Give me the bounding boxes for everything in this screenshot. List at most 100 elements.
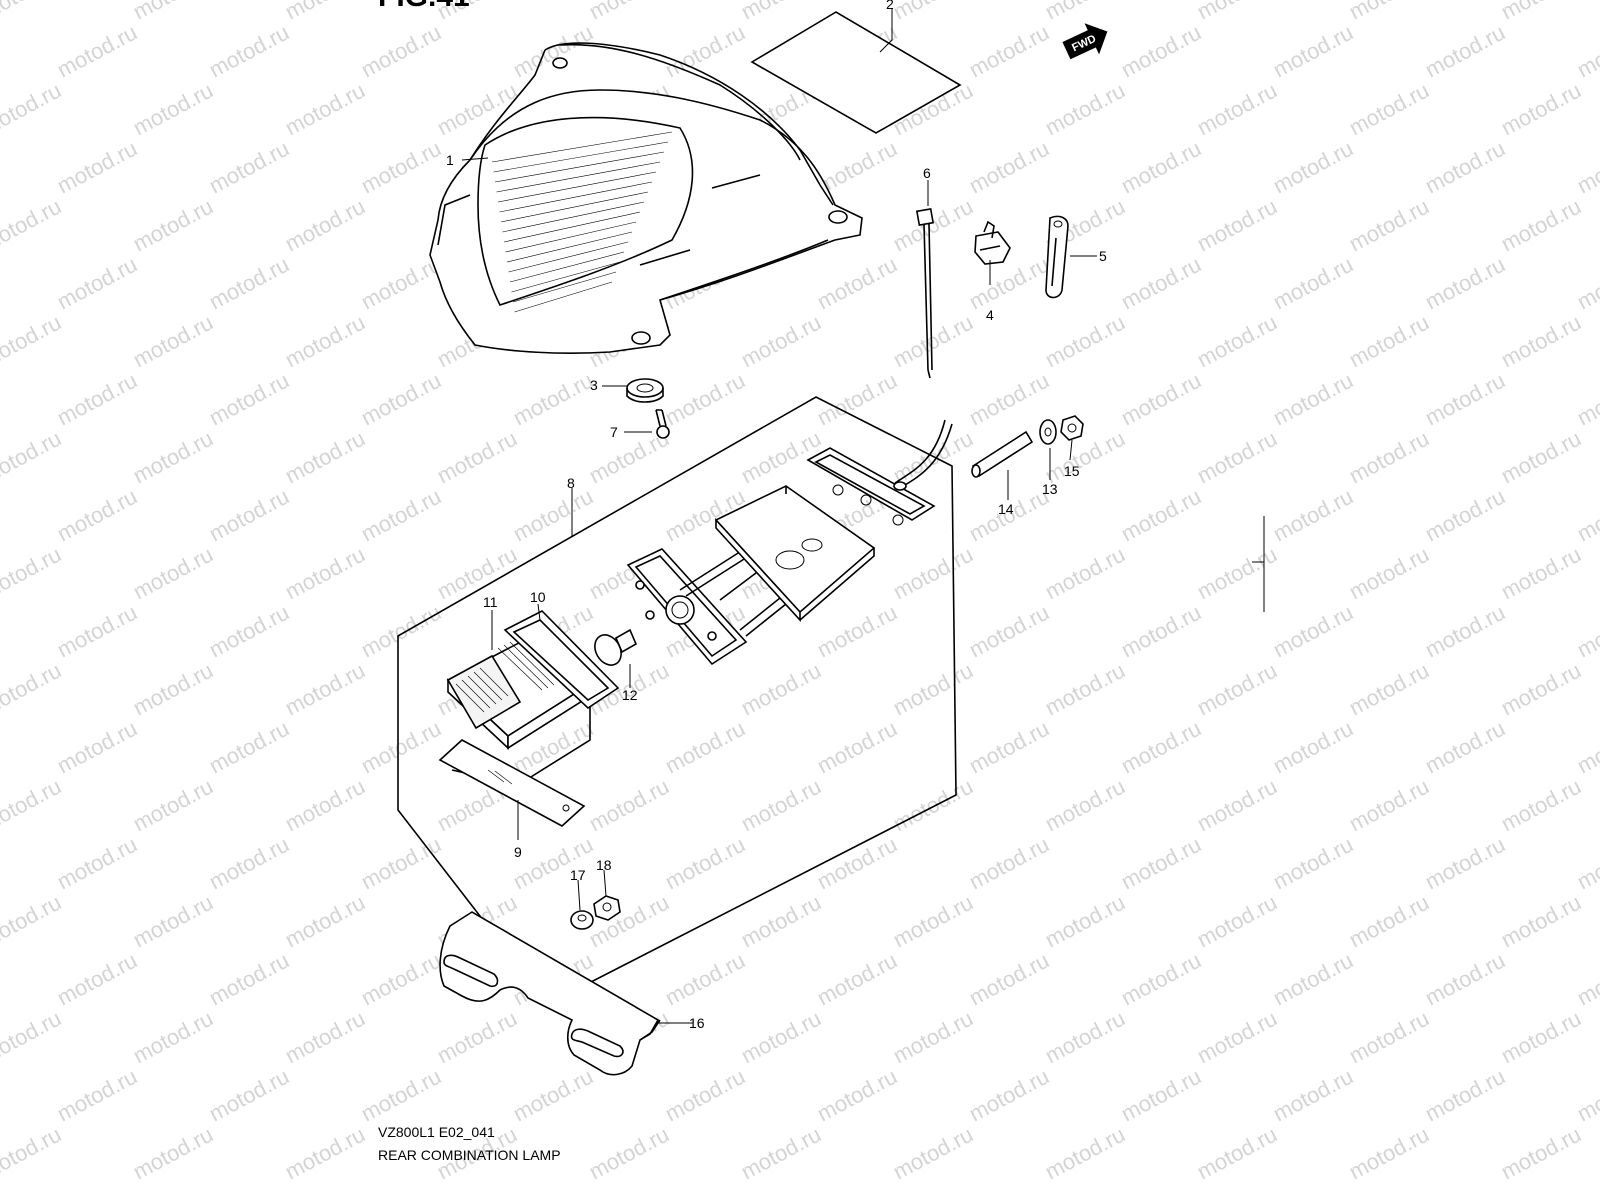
watermark-text: motod.ru bbox=[813, 832, 901, 895]
watermark-text: motod.ru bbox=[509, 20, 597, 83]
watermark-text: motod.ru bbox=[281, 542, 369, 605]
lamp-assembly-box bbox=[397, 396, 957, 1006]
callout-7: 7 bbox=[610, 424, 618, 440]
watermark-text: motod.ru bbox=[889, 774, 977, 837]
watermark-text: motod.ru bbox=[205, 948, 293, 1011]
watermark-text: motod.ru bbox=[1193, 310, 1281, 373]
watermark-text: motod.ru bbox=[0, 426, 65, 489]
watermark-text: motod.ru bbox=[661, 948, 749, 1011]
watermark-text: motod.ru bbox=[661, 832, 749, 895]
watermark-text: motod.ru bbox=[1041, 78, 1129, 141]
watermark-text: motod.ru bbox=[1573, 948, 1600, 1011]
watermark-text: motod.ru bbox=[357, 1064, 445, 1127]
watermark-text: motod.ru bbox=[1573, 600, 1600, 663]
watermark-text: motod.ru bbox=[1573, 1064, 1600, 1127]
watermark-text: motod.ru bbox=[1497, 78, 1585, 141]
figure-name: REAR COMBINATION LAMP bbox=[378, 1147, 561, 1163]
lens-hatch-line bbox=[493, 141, 669, 173]
watermark-text: motod.ru bbox=[1269, 252, 1357, 315]
callout-15: 15 bbox=[1064, 463, 1080, 479]
watermark-text: motod.ru bbox=[1421, 136, 1509, 199]
lens-hatch-line bbox=[497, 171, 657, 203]
watermark-text: motod.ru bbox=[813, 1064, 901, 1127]
watermark-text: motod.ru bbox=[1573, 716, 1600, 779]
watermark-text: motod.ru bbox=[1421, 484, 1509, 547]
lens-hatch-line bbox=[502, 201, 645, 233]
watermark-text: motod.ru bbox=[1497, 426, 1585, 489]
fwd-arrow-icon: FWD bbox=[1062, 23, 1108, 60]
watermark-text: motod.ru bbox=[889, 310, 977, 373]
watermark-text: motod.ru bbox=[129, 194, 217, 257]
watermark-text: motod.ru bbox=[1345, 78, 1433, 141]
watermark-text: motod.ru bbox=[1497, 1006, 1585, 1069]
watermark-text: motod.ru bbox=[281, 1006, 369, 1069]
watermark-text: motod.ru bbox=[585, 774, 673, 837]
watermark-text: motod.ru bbox=[53, 252, 141, 315]
callout-5: 5 bbox=[1099, 248, 1107, 264]
lens-hatch-line bbox=[491, 131, 673, 163]
figure-title: FIG.41 bbox=[378, 0, 470, 13]
watermark-text: motod.ru bbox=[509, 1064, 597, 1127]
watermark-text: motod.ru bbox=[1345, 542, 1433, 605]
watermark-text: motod.ru bbox=[889, 0, 977, 24]
watermark-text: motod.ru bbox=[1041, 0, 1129, 24]
watermark-text: motod.ru bbox=[1269, 136, 1357, 199]
lens-gasket bbox=[503, 610, 620, 710]
watermark-text: motod.ru bbox=[357, 948, 445, 1011]
watermark-text: motod.ru bbox=[53, 832, 141, 895]
watermark-text: motod.ru bbox=[129, 774, 217, 837]
watermark-text: motod.ru bbox=[0, 1006, 65, 1069]
watermark-text: motod.ru bbox=[1193, 426, 1281, 489]
nut-15 bbox=[1060, 415, 1084, 441]
watermark-text: motod.ru bbox=[281, 78, 369, 141]
watermark-text: motod.ru bbox=[281, 890, 369, 953]
watermark-text: motod.ru bbox=[509, 832, 597, 895]
lens-hatch-line bbox=[512, 271, 617, 303]
bulb bbox=[594, 628, 638, 666]
watermark-text: motod.ru bbox=[585, 1122, 673, 1185]
watermark-text: motod.ru bbox=[889, 890, 977, 953]
watermark-text: motod.ru bbox=[1041, 1122, 1129, 1185]
watermark-text: motod.ru bbox=[1117, 368, 1205, 431]
watermark-text: motod.ru bbox=[1193, 194, 1281, 257]
watermark-text: motod.ru bbox=[509, 484, 597, 547]
watermark-text: motod.ru bbox=[1193, 1006, 1281, 1069]
watermark-text: motod.ru bbox=[53, 716, 141, 779]
watermark-text: motod.ru bbox=[1117, 716, 1205, 779]
watermark-text: motod.ru bbox=[737, 774, 825, 837]
watermark-text: motod.ru bbox=[1269, 1064, 1357, 1127]
grommet bbox=[626, 378, 664, 403]
watermark-text: motod.ru bbox=[357, 20, 445, 83]
watermark-text: motod.ru bbox=[889, 1006, 977, 1069]
watermark-text: motod.ru bbox=[129, 0, 217, 24]
watermark-text: motod.ru bbox=[1117, 252, 1205, 315]
watermark-text: motod.ru bbox=[509, 368, 597, 431]
watermark-text: motod.ru bbox=[433, 1006, 521, 1069]
watermark-text: motod.ru bbox=[1345, 0, 1433, 24]
reflector-plate bbox=[438, 739, 586, 827]
watermark-text: motod.ru bbox=[1345, 310, 1433, 373]
watermark-text: motod.ru bbox=[129, 310, 217, 373]
watermark-text: motod.ru bbox=[1117, 832, 1205, 895]
watermark-text: motod.ru bbox=[1269, 20, 1357, 83]
watermark-text: motod.ru bbox=[1117, 1064, 1205, 1127]
watermark-text: motod.ru bbox=[1573, 252, 1600, 315]
watermark-text: motod.ru bbox=[1345, 1006, 1433, 1069]
watermark-text: motod.ru bbox=[1421, 252, 1509, 315]
watermark-text: motod.ru bbox=[1269, 716, 1357, 779]
watermark-text: motod.ru bbox=[0, 0, 65, 24]
watermark-text: motod.ru bbox=[129, 1122, 217, 1185]
watermark-text: motod.ru bbox=[0, 78, 65, 141]
watermark-text: motod.ru bbox=[1497, 890, 1585, 953]
model-code: VZ800L1 E02_041 bbox=[378, 1124, 495, 1140]
lens-hatch-line bbox=[514, 281, 613, 313]
watermark-text: motod.ru bbox=[1345, 890, 1433, 953]
watermark-text: motod.ru bbox=[1345, 426, 1433, 489]
callout-13: 13 bbox=[1042, 481, 1058, 497]
watermark-text: motod.ru bbox=[661, 1064, 749, 1127]
watermark-text: motod.ru bbox=[281, 774, 369, 837]
watermark-text: motod.ru bbox=[1345, 658, 1433, 721]
watermark-text: motod.ru bbox=[0, 310, 65, 373]
callout-8: 8 bbox=[567, 475, 575, 491]
